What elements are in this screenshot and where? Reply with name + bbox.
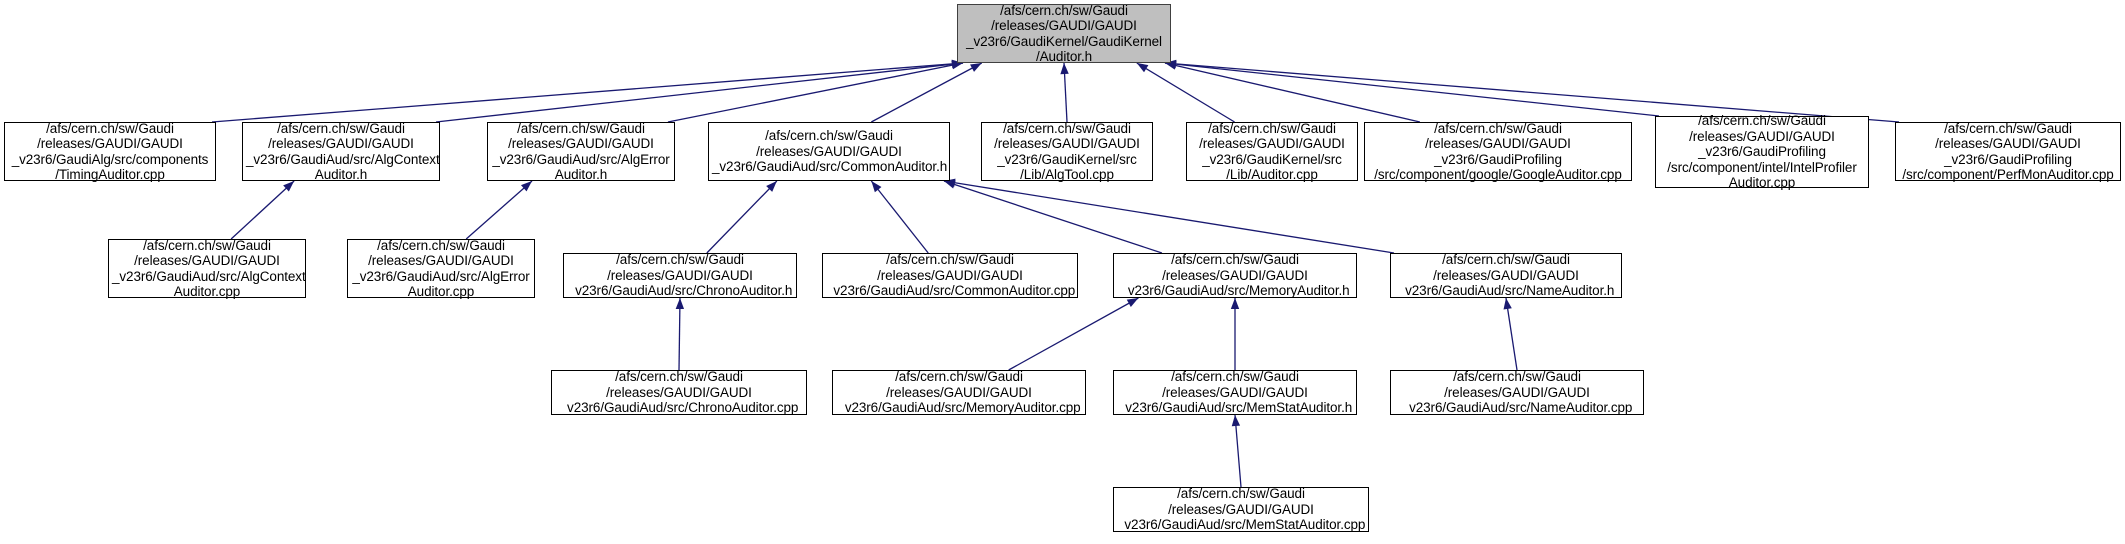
graph-node-label: /afs/cern.ch/sw/Gaudi /releases/GAUDI/GA… bbox=[11, 120, 209, 183]
graph-node-label: /afs/cern.ch/sw/Gaudi /releases/GAUDI/GA… bbox=[994, 120, 1140, 183]
graph-node[interactable]: /afs/cern.ch/sw/Gaudi /releases/GAUDI/GA… bbox=[708, 122, 950, 181]
graph-node-label: /afs/cern.ch/sw/Gaudi /releases/GAUDI/GA… bbox=[966, 2, 1162, 65]
graph-node[interactable]: /afs/cern.ch/sw/Gaudi /releases/GAUDI/GA… bbox=[832, 369, 1086, 416]
graph-node-label: /afs/cern.ch/sw/Gaudi /releases/GAUDI/GA… bbox=[567, 252, 793, 299]
graph-node-label: /afs/cern.ch/sw/Gaudi /releases/GAUDI/GA… bbox=[1199, 120, 1345, 183]
edge-arrowhead bbox=[1503, 298, 1512, 310]
graph-edge bbox=[1008, 297, 1139, 371]
graph-edge bbox=[870, 180, 929, 254]
graph-node[interactable]: /afs/cern.ch/sw/Gaudi /releases/GAUDI/GA… bbox=[563, 252, 797, 299]
edge-arrowhead bbox=[675, 298, 685, 310]
graph-node[interactable]: /afs/cern.ch/sw/Gaudi /releases/GAUDI/GA… bbox=[1113, 369, 1357, 416]
graph-edge bbox=[706, 180, 778, 254]
graph-node-label: /afs/cern.ch/sw/Gaudi /releases/GAUDI/GA… bbox=[1401, 369, 1633, 416]
graph-node[interactable]: /afs/cern.ch/sw/Gaudi /releases/GAUDI/GA… bbox=[1113, 486, 1369, 533]
graph-edge bbox=[943, 180, 1163, 254]
edge-arrowhead bbox=[1126, 298, 1139, 308]
graph-node[interactable]: /afs/cern.ch/sw/Gaudi /releases/GAUDI/GA… bbox=[242, 120, 440, 183]
graph-edge bbox=[1136, 62, 1235, 123]
edge-arrowhead bbox=[871, 181, 882, 193]
edge-arrowhead bbox=[1230, 298, 1240, 309]
graph-node-label: /afs/cern.ch/sw/Gaudi /releases/GAUDI/GA… bbox=[826, 252, 1076, 299]
graph-node-label: /afs/cern.ch/sw/Gaudi /releases/GAUDI/GA… bbox=[1902, 120, 2114, 183]
graph-node[interactable]: /afs/cern.ch/sw/Gaudi /releases/GAUDI/GA… bbox=[1364, 120, 1632, 183]
graph-node[interactable]: /afs/cern.ch/sw/Gaudi /releases/GAUDI/GA… bbox=[1186, 120, 1358, 183]
graph-edge bbox=[230, 180, 295, 240]
graph-edge bbox=[1164, 61, 1421, 123]
graph-node[interactable]: /afs/cern.ch/sw/Gaudi /releases/GAUDI/GA… bbox=[822, 252, 1078, 299]
graph-node[interactable]: /afs/cern.ch/sw/Gaudi /releases/GAUDI/GA… bbox=[1113, 252, 1357, 299]
graph-node[interactable]: /afs/cern.ch/sw/Gaudi /releases/GAUDI/GA… bbox=[1390, 369, 1644, 416]
edge-arrowhead bbox=[283, 181, 295, 192]
graph-edge bbox=[1060, 62, 1069, 123]
graph-edge bbox=[1231, 414, 1242, 488]
graph-node-label: /afs/cern.ch/sw/Gaudi /releases/GAUDI/GA… bbox=[492, 120, 670, 183]
graph-node-label: /afs/cern.ch/sw/Gaudi /releases/GAUDI/GA… bbox=[112, 237, 306, 300]
graph-node[interactable]: /afs/cern.ch/sw/Gaudi /releases/GAUDI/GA… bbox=[1390, 252, 1622, 299]
edge-arrowhead bbox=[766, 181, 777, 192]
graph-node-label: /afs/cern.ch/sw/Gaudi /releases/GAUDI/GA… bbox=[1667, 113, 1857, 191]
graph-node[interactable]: /afs/cern.ch/sw/Gaudi /releases/GAUDI/GA… bbox=[347, 237, 535, 300]
graph-edge bbox=[1503, 297, 1518, 371]
edge-arrowhead bbox=[1231, 415, 1241, 427]
graph-edge bbox=[675, 297, 685, 371]
graph-node[interactable]: /afs/cern.ch/sw/Gaudi /releases/GAUDI/GA… bbox=[551, 369, 807, 416]
graph-node[interactable]: /afs/cern.ch/sw/Gaudi /releases/GAUDI/GA… bbox=[981, 120, 1153, 183]
graph-edge bbox=[465, 180, 533, 240]
graph-node-label: /afs/cern.ch/sw/Gaudi /releases/GAUDI/GA… bbox=[1120, 252, 1350, 299]
graph-node-label: /afs/cern.ch/sw/Gaudi /releases/GAUDI/GA… bbox=[352, 237, 530, 300]
graph-edge bbox=[435, 60, 964, 123]
edge-arrowhead bbox=[520, 181, 532, 192]
graph-node[interactable]: /afs/cern.ch/sw/Gaudi /releases/GAUDI/GA… bbox=[108, 237, 306, 300]
graph-node-label: /afs/cern.ch/sw/Gaudi /releases/GAUDI/GA… bbox=[559, 369, 799, 416]
graph-node[interactable]: /afs/cern.ch/sw/Gaudi /releases/GAUDI/GA… bbox=[4, 120, 216, 183]
graph-node[interactable]: /afs/cern.ch/sw/Gaudi /releases/GAUDI/GA… bbox=[1655, 113, 1869, 191]
edge-arrowhead bbox=[944, 180, 956, 189]
graph-edge bbox=[667, 61, 964, 123]
graph-node-label: /afs/cern.ch/sw/Gaudi /releases/GAUDI/GA… bbox=[837, 369, 1081, 416]
graph-edge bbox=[943, 178, 1395, 254]
graph-node-root[interactable]: /afs/cern.ch/sw/Gaudi /releases/GAUDI/GA… bbox=[957, 2, 1171, 65]
graph-node-label: /afs/cern.ch/sw/Gaudi /releases/GAUDI/GA… bbox=[246, 120, 440, 183]
graph-edge bbox=[1164, 59, 1660, 117]
graph-node-label: /afs/cern.ch/sw/Gaudi /releases/GAUDI/GA… bbox=[712, 128, 948, 175]
graph-node-label: /afs/cern.ch/sw/Gaudi /releases/GAUDI/GA… bbox=[1397, 252, 1615, 299]
graph-node[interactable]: /afs/cern.ch/sw/Gaudi /releases/GAUDI/GA… bbox=[1895, 120, 2121, 183]
graph-edge bbox=[1230, 298, 1240, 370]
edge-arrowhead bbox=[1060, 63, 1069, 75]
graph-node-label: /afs/cern.ch/sw/Gaudi /releases/GAUDI/GA… bbox=[1117, 486, 1366, 533]
graph-edge bbox=[870, 62, 983, 123]
graph-node-label: /afs/cern.ch/sw/Gaudi /releases/GAUDI/GA… bbox=[1117, 369, 1353, 416]
graph-edge bbox=[211, 59, 964, 123]
graph-node-label: /afs/cern.ch/sw/Gaudi /releases/GAUDI/GA… bbox=[1374, 120, 1622, 183]
graph-node[interactable]: /afs/cern.ch/sw/Gaudi /releases/GAUDI/GA… bbox=[487, 120, 675, 183]
